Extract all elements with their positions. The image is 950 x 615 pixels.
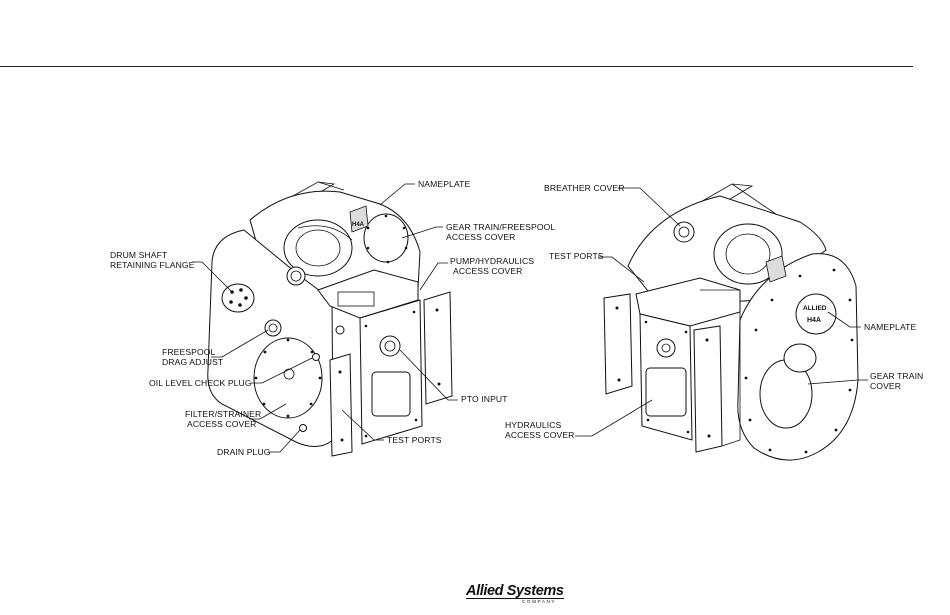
- left-nameplate: [349, 205, 369, 233]
- breather-cover: [673, 221, 695, 243]
- right-nameplate-disc: [795, 293, 837, 335]
- label-filter-strainer-l2: ACCESS COVER: [187, 419, 257, 429]
- label-filter-strainer-l1: FILTER/STRAINER: [185, 409, 261, 419]
- right-nameplate-marking-1: ALLIED: [803, 305, 827, 312]
- label-pump-hydraulics-l2: ACCESS COVER: [453, 266, 523, 276]
- label-hydraulics-l2: ACCESS COVER: [505, 430, 575, 440]
- label-freespool-l2: DRAG ADJUST: [162, 357, 224, 367]
- freespool-knob: [264, 319, 282, 337]
- label-pump-hydraulics-l1: PUMP/HYDRAULICS: [450, 256, 534, 266]
- right-mount-flange-b: [693, 325, 723, 453]
- left-leader-lines: [192, 183, 458, 453]
- label-test-ports-right: TEST PORTS: [549, 251, 604, 261]
- left-breather: [286, 266, 306, 286]
- label-gear-train-l1: GEAR TRAIN: [870, 371, 923, 381]
- logo-text: Allied Systems: [466, 583, 564, 599]
- right-winch-drawing: [603, 183, 859, 461]
- left-mount-flange-a: [329, 353, 353, 457]
- label-gear-train-freespool-l2: ACCESS COVER: [446, 232, 516, 242]
- right-mount-flange-a: [603, 293, 633, 395]
- drum-shaft-flange: [221, 283, 255, 313]
- label-drum-shaft-l1: DRUM SHAFT: [110, 250, 168, 260]
- right-nameplate-marking-2: H4A: [807, 317, 821, 324]
- header-rule: [0, 66, 913, 67]
- left-nameplate-marking: H4A: [352, 222, 365, 228]
- pump-hydraulics-cover: [371, 371, 411, 417]
- label-nameplate-left: NAMEPLATE: [418, 179, 470, 189]
- pto-input-shaft: [379, 335, 401, 357]
- right-nameplate-plate: [765, 255, 787, 283]
- right-pto-shaft: [656, 338, 676, 358]
- label-gear-train-freespool-l1: GEAR TRAIN/FREESPOOL: [446, 222, 555, 232]
- left-mount-flange-b: [423, 291, 453, 405]
- allied-systems-logo: Allied Systems COMPANY: [466, 583, 564, 607]
- label-oil-level-check-plug: OIL LEVEL CHECK PLUG: [149, 378, 252, 388]
- label-drum-shaft-l2: RETAINING FLANGE: [110, 260, 195, 270]
- filter-strainer-cover: [253, 337, 323, 419]
- label-hydraulics-l1: HYDRAULICS: [505, 420, 562, 430]
- label-breather-cover: BREATHER COVER: [544, 183, 625, 193]
- label-test-ports-left: TEST PORTS: [387, 435, 442, 445]
- label-drain-plug: DRAIN PLUG: [217, 447, 271, 457]
- label-pto-input: PTO INPUT: [461, 394, 508, 404]
- logo-subtext: COMPANY: [522, 599, 557, 604]
- hydraulics-access-cover: [645, 367, 687, 417]
- right-drum: [713, 223, 783, 285]
- right-leader-lines: [575, 187, 868, 437]
- label-nameplate-right: NAMEPLATE: [864, 322, 916, 332]
- left-winch-drawing: [207, 181, 453, 457]
- gear-train-freespool-cover: [363, 213, 409, 263]
- label-gear-train-l2: COVER: [870, 381, 901, 391]
- label-freespool-l1: FREESPOOL: [162, 347, 216, 357]
- drain-plug: [299, 424, 307, 432]
- left-drum: [283, 219, 353, 277]
